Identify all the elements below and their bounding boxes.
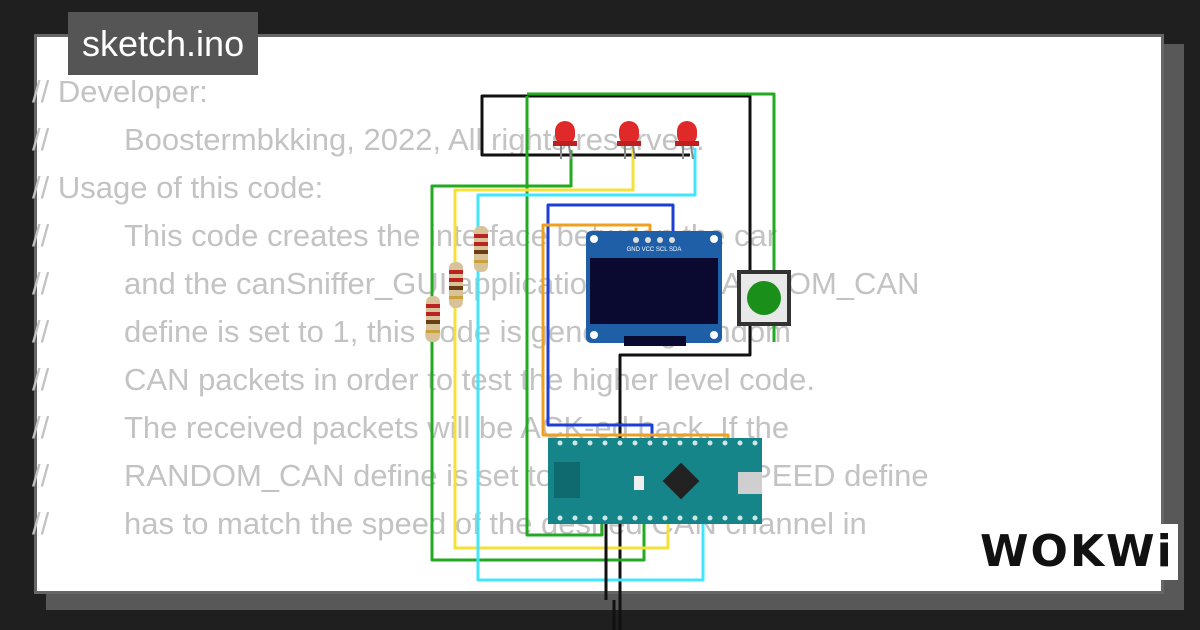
led-1 [553, 121, 577, 160]
oled-display: GND VCC SCL SDA [586, 231, 722, 346]
code-line: // Developer: [32, 68, 929, 116]
push-button[interactable] [737, 270, 791, 326]
code-comment-prefix: // [32, 458, 50, 493]
code-comment-prefix: // [32, 314, 50, 349]
oled-pin-labels: GND VCC SCL SDA [627, 247, 682, 253]
resistor-2 [449, 262, 463, 308]
code-comment-prefix: // [32, 266, 50, 301]
arduino-nano [548, 438, 762, 524]
wire-black-main [525, 94, 752, 630]
code-line-text: Developer: [49, 74, 208, 109]
wire-yellow-led2 [453, 148, 670, 550]
code-comment-prefix: // [32, 506, 50, 541]
code-line: // Usage of this code: [32, 164, 929, 212]
filename-badge: sketch.ino [68, 12, 259, 75]
led-2 [617, 121, 641, 160]
wire-green-button [527, 92, 776, 342]
code-comment-prefix: // [32, 122, 50, 157]
code-line-text: Boostermbkking, 2022, All rights reserve… [124, 122, 705, 157]
resistor-3 [426, 296, 440, 342]
code-comment-prefix: // [32, 410, 50, 445]
code-line-text: Usage of this code: [49, 170, 324, 205]
wire-cyan-led3 [476, 148, 705, 582]
led-3 [675, 121, 699, 160]
code-line: //CAN packets in order to test the highe… [32, 356, 929, 404]
resistor-1 [474, 226, 488, 272]
code-comment-prefix: // [32, 218, 50, 253]
code-comment-prefix: // [32, 74, 50, 109]
wire-orange-scl [541, 223, 730, 443]
wire-black-loop [480, 94, 525, 157]
code-comment-prefix: // [32, 362, 50, 397]
code-comment-prefix: // [32, 170, 50, 205]
wokwi-logo: WOKWi [976, 524, 1178, 580]
code-line: // Boostermbkking, 2022, All rights reser… [32, 116, 929, 164]
wire-blue-sda [546, 203, 675, 443]
